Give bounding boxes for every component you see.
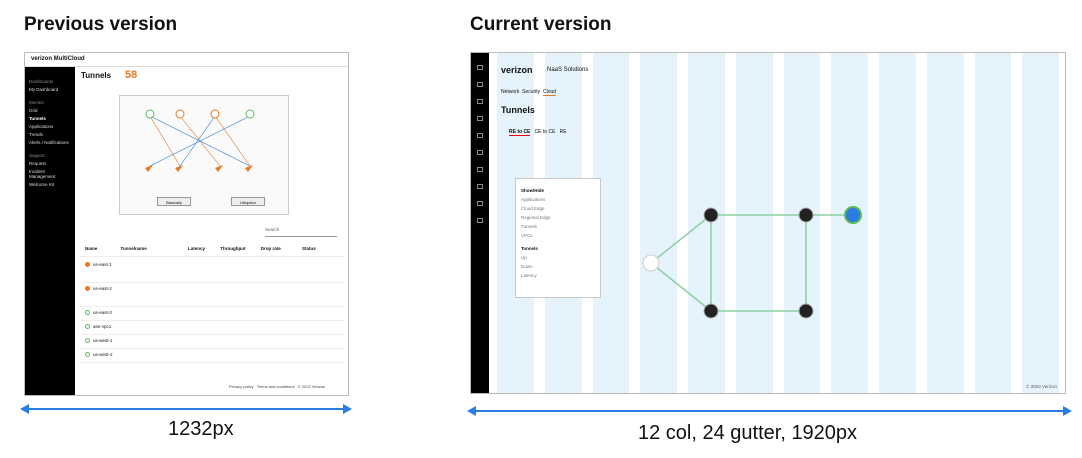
- prev-sidebar-item[interactable]: Tunnels: [29, 116, 46, 121]
- prev-table: Name Tunnelname Latency Throughput Drop …: [79, 243, 344, 371]
- node-icon[interactable]: [703, 207, 719, 223]
- prev-sidebar: Dashboards My Dashboard Monitor Grid Tun…: [25, 67, 75, 395]
- current-version-heading: Current version: [470, 14, 612, 35]
- row-name: us-east-1: [93, 262, 112, 267]
- arrow-left-head: [20, 404, 29, 414]
- previous-version-heading: Previous version: [24, 14, 178, 35]
- prev-table-header: Name Tunnelname Latency Throughput Drop …: [79, 243, 344, 257]
- terms-link[interactable]: Terms and conditions: [256, 384, 295, 389]
- status-dot: [85, 310, 90, 316]
- legend-title: Show/Hide: [521, 188, 545, 193]
- arrow-left-head: [467, 406, 476, 416]
- tunnel-legend-item[interactable]: Up: [521, 255, 527, 260]
- row-name: us-west-1: [93, 338, 113, 343]
- row-name: us-east-2: [93, 286, 112, 291]
- th: Latency: [187, 246, 205, 251]
- legend-item[interactable]: Cloud Edge: [521, 206, 545, 211]
- aws-node-icon[interactable]: [642, 254, 660, 272]
- privacy-link[interactable]: Privacy policy: [229, 384, 254, 389]
- azure-node-icon[interactable]: [844, 206, 862, 224]
- tab-cloud[interactable]: Cloud: [542, 89, 557, 96]
- prev-sidebar-item[interactable]: Alerts / Notifications: [29, 140, 69, 145]
- prev-main: Tunnels 58 Basically Ubiquitor Search Na…: [79, 69, 344, 391]
- legend-item[interactable]: Tunnels: [521, 224, 537, 229]
- prev-sidebar-item[interactable]: Trends: [29, 132, 43, 137]
- curr-nav: Network Security Cloud: [501, 89, 557, 96]
- prev-button-1[interactable]: Basically: [157, 197, 191, 206]
- table-row[interactable]: us-east-2: [79, 283, 344, 307]
- previous-width-arrow-line: [28, 408, 344, 410]
- prev-sidebar-item[interactable]: Request: [29, 161, 46, 166]
- prev-sidebar-item[interactable]: My Dashboard: [29, 87, 59, 92]
- th: Status: [302, 246, 316, 251]
- prev-sidebar-section: Support: [29, 153, 45, 158]
- prev-sidebar-item[interactable]: Applications: [29, 124, 54, 129]
- prev-sidebar-item[interactable]: Welcome Kit: [29, 182, 55, 187]
- row-name: ase-vpc1: [93, 324, 112, 329]
- previous-version-screenshot: verizon MultiCloud Dashboards My Dashboa…: [24, 52, 349, 396]
- curr-page-title: Tunnels: [501, 105, 535, 115]
- row-name: us-east-3: [93, 310, 112, 315]
- legend-item[interactable]: Applications: [521, 197, 546, 202]
- copyright: © 2022 Verizon: [297, 384, 326, 389]
- prev-topology-lines: [145, 109, 255, 172]
- prev-brand: verizon MultiCloud: [31, 56, 85, 62]
- row-name: us-west-2: [93, 352, 113, 357]
- th: Tunnelname: [120, 246, 147, 251]
- current-width-arrow-line: [476, 410, 1064, 412]
- prev-footer: Privacy policy Terms and conditions © 20…: [229, 384, 325, 389]
- status-dot: [85, 352, 90, 358]
- status-dot: [85, 286, 90, 292]
- curr-subtabs: RE to CE CE to CE RE: [509, 129, 567, 136]
- status-dot: [85, 262, 90, 268]
- curr-brand: verizon: [501, 65, 533, 75]
- th: Throughput: [220, 246, 246, 251]
- prev-sidebar-section: Monitor: [29, 100, 45, 105]
- current-version-screenshot: verizon NaaS Solutions Network Security …: [470, 52, 1066, 394]
- curr-content: verizon NaaS Solutions Network Security …: [489, 53, 1065, 393]
- prev-topology-diagram: [119, 95, 289, 215]
- table-row[interactable]: us-west-1: [79, 335, 344, 349]
- legend-item[interactable]: Regional Edge: [521, 215, 551, 220]
- table-row[interactable]: ase-vpc1: [79, 321, 344, 335]
- prev-header: verizon MultiCloud: [25, 53, 348, 67]
- th: Name: [85, 246, 98, 251]
- current-width-caption: 12 col, 24 gutter, 1920px: [638, 422, 858, 444]
- arrow-right-head: [1063, 406, 1072, 416]
- curr-product: NaaS Solutions: [547, 67, 589, 73]
- prev-search-input[interactable]: Search: [265, 227, 337, 237]
- tab-security[interactable]: Security: [522, 89, 541, 95]
- prev-page-title: Tunnels: [81, 71, 112, 80]
- tunnel-legend-item[interactable]: Latency: [521, 273, 537, 278]
- previous-width-caption: 1232px: [168, 418, 234, 440]
- legend-item[interactable]: VPCs: [521, 233, 533, 238]
- prev-sidebar-item[interactable]: Incident Management: [29, 169, 56, 179]
- subtab-re[interactable]: RE: [559, 129, 567, 135]
- node-icon[interactable]: [798, 207, 814, 223]
- curr-sidebar: [471, 53, 489, 393]
- prev-score: 58: [125, 69, 138, 81]
- tunnel-legend-item[interactable]: Down: [521, 264, 533, 269]
- tunnels-title: Tunnels: [521, 246, 538, 251]
- subtab-ce-to-ce[interactable]: CE to CE: [534, 129, 556, 135]
- prev-button-2[interactable]: Ubiquitor: [231, 197, 265, 206]
- prev-sidebar-item[interactable]: Grid: [29, 108, 38, 113]
- curr-footer: © 2023 Verizon: [1026, 384, 1057, 389]
- node-icon[interactable]: [703, 303, 719, 319]
- th: Drop rate: [260, 246, 281, 251]
- status-dot: [85, 338, 90, 344]
- legend-panel: Show/Hide Applications Cloud Edge Region…: [515, 178, 601, 298]
- status-dot: [85, 324, 90, 330]
- node-icon[interactable]: [798, 303, 814, 319]
- table-row[interactable]: us-east-1: [79, 259, 344, 283]
- arrow-right-head: [343, 404, 352, 414]
- prev-sidebar-section: Dashboards: [29, 79, 54, 84]
- curr-topology: [642, 206, 862, 319]
- tab-network[interactable]: Network: [501, 89, 520, 95]
- table-row[interactable]: us-west-2: [79, 349, 344, 363]
- table-row[interactable]: us-east-3: [79, 307, 344, 321]
- subtab-re-to-ce[interactable]: RE to CE: [509, 129, 531, 136]
